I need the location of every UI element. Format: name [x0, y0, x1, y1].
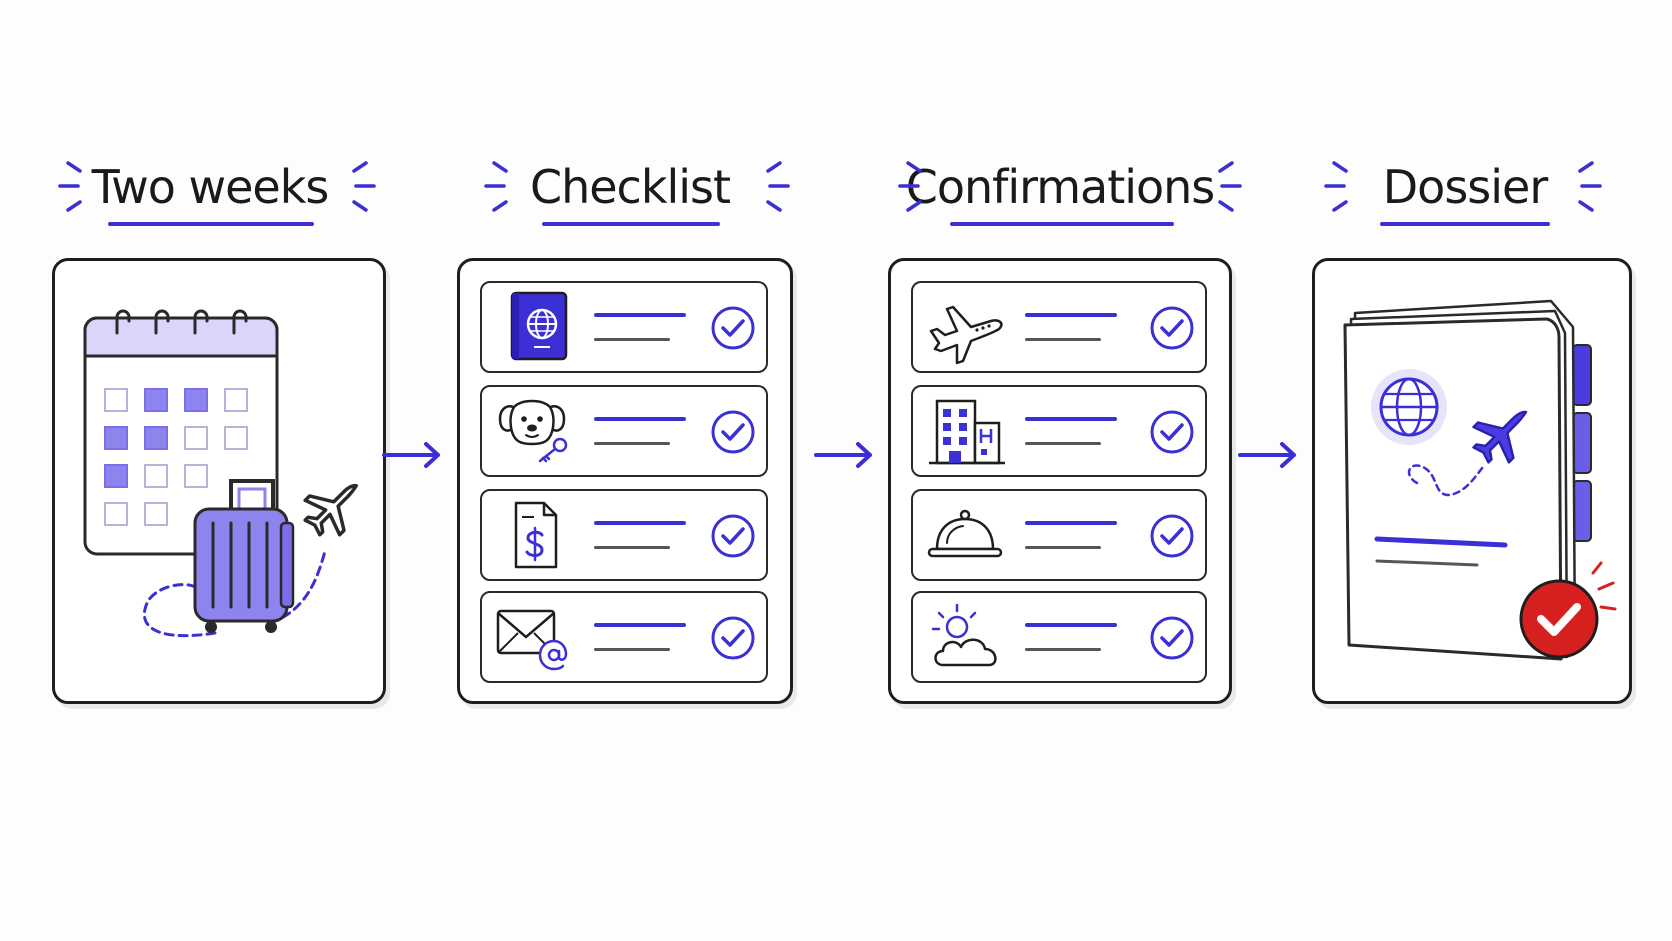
check-circle-icon [711, 514, 755, 558]
check-circle-icon [1150, 616, 1194, 660]
item-text-placeholder [1025, 313, 1117, 317]
item-subtext-placeholder [594, 648, 670, 651]
panel-dossier [1312, 258, 1632, 704]
step-title-3: Confirmations [880, 160, 1240, 230]
panel-confirmations [888, 258, 1232, 704]
step-title-2-text: Checklist [529, 160, 731, 214]
confirmation-item [911, 385, 1207, 477]
step-title-4-text: Dossier [1382, 160, 1549, 214]
item-text-placeholder [1025, 623, 1117, 627]
confirmation-item [911, 281, 1207, 373]
checklist-item [480, 591, 768, 683]
dossier-route-lines [1374, 464, 1508, 567]
airplane-icon [929, 305, 1003, 365]
weather-icon [931, 603, 997, 667]
item-subtext-placeholder [1025, 338, 1101, 341]
item-subtext-placeholder [594, 338, 670, 341]
confirmation-item [911, 489, 1207, 581]
item-text-placeholder [594, 313, 686, 317]
invoice-dollar-icon [514, 501, 558, 569]
airplane-icon [1472, 410, 1528, 464]
globe-icon [1371, 369, 1447, 445]
restaurant-cloche-icon [927, 509, 1003, 558]
check-circle-icon [1150, 306, 1194, 350]
item-subtext-placeholder [594, 442, 670, 445]
checklist-item [480, 281, 768, 373]
item-subtext-placeholder [1025, 648, 1101, 651]
check-circle-icon [711, 410, 755, 454]
arrow-icon [1238, 442, 1296, 468]
item-text-placeholder [1025, 417, 1117, 421]
title-underline [542, 222, 720, 226]
item-subtext-placeholder [594, 546, 670, 549]
confirmation-item [911, 591, 1207, 683]
panel-two-weeks [52, 258, 386, 704]
step-title-3-text: Confirmations [905, 160, 1216, 214]
checklist-item [480, 385, 768, 477]
title-underline [950, 222, 1174, 226]
item-text-placeholder [594, 417, 686, 421]
passport-icon [510, 291, 568, 361]
airplane-icon [303, 483, 358, 537]
arrow-icon [814, 442, 872, 468]
arrow-icon [382, 442, 440, 468]
suitcase-icon [142, 479, 327, 638]
step-title-1-text: Two weeks [91, 160, 330, 214]
check-circle-icon [711, 616, 755, 660]
approved-check-icon [1519, 561, 1617, 659]
check-circle-icon [1150, 410, 1194, 454]
step-title-4: Dossier [1330, 160, 1600, 230]
title-underline [108, 222, 314, 226]
check-circle-icon [1150, 514, 1194, 558]
check-circle-icon [711, 306, 755, 350]
hotel-icon [929, 399, 1005, 465]
pet-with-key-icon [498, 399, 568, 463]
item-subtext-placeholder [1025, 546, 1101, 549]
checklist-item [480, 489, 768, 581]
item-text-placeholder [1025, 521, 1117, 525]
item-text-placeholder [594, 623, 686, 627]
item-subtext-placeholder [1025, 442, 1101, 445]
title-underline [1380, 222, 1550, 226]
email-icon [496, 609, 569, 671]
step-title-2: Checklist [470, 160, 790, 230]
panel-checklist [457, 258, 793, 704]
item-text-placeholder [594, 521, 686, 525]
step-title-1: Two weeks [50, 160, 370, 230]
